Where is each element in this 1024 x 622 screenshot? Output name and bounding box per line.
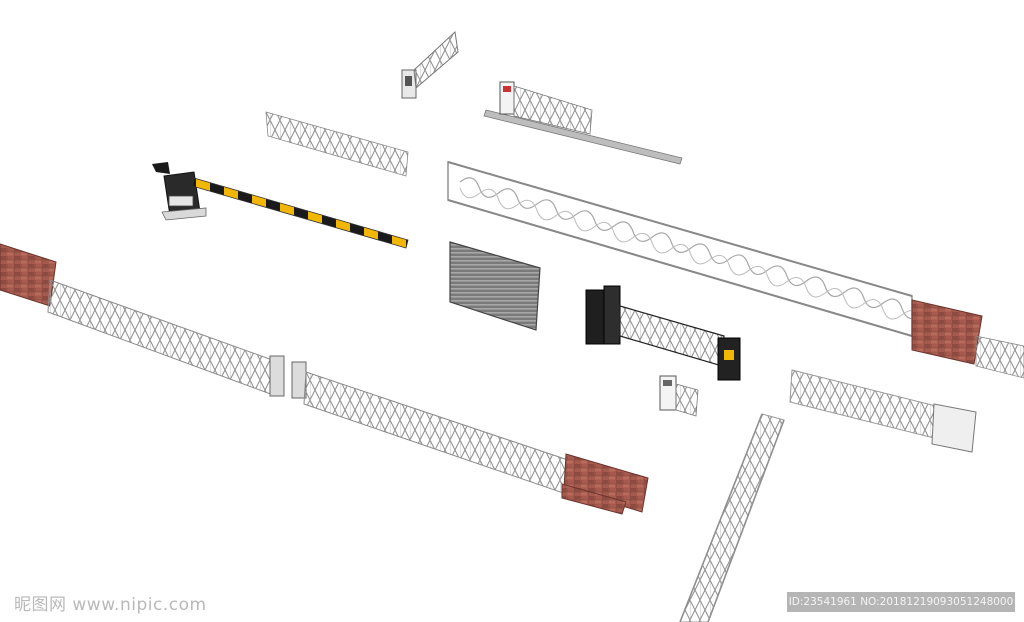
scissor-fence-upper <box>265 111 409 177</box>
site-watermark: 昵图网 www.nipic.com <box>14 595 207 615</box>
rolling-shutter-door <box>449 241 541 331</box>
brick-pillar-right <box>911 299 1024 379</box>
retractable-gate-with-booth <box>483 81 683 165</box>
white-scissor-gate <box>789 369 977 453</box>
black-retractable-gate <box>585 285 741 381</box>
image-id-watermark: ID:23541961 NO:20181219093051248000 <box>787 592 1015 612</box>
long-retractable-fence <box>47 279 575 497</box>
brick-pillar-bottom <box>561 453 649 515</box>
brick-pillar-left <box>0 243 57 307</box>
barrier-arm-gate <box>152 162 409 249</box>
ornamental-railing <box>447 160 922 338</box>
small-turnstile-gate <box>401 30 459 99</box>
diagonal-sliding-gate <box>679 413 785 622</box>
small-booth-gate <box>659 375 699 417</box>
